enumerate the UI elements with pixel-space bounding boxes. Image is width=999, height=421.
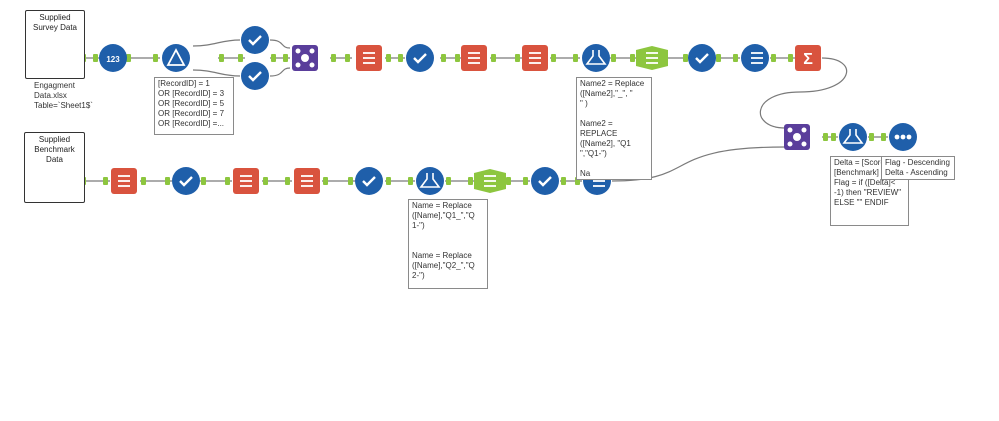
join-icon[interactable]	[784, 124, 810, 150]
formula-bottom-annotation: Name = Replace ([Name],"Q1_","Q 1-") Nam…	[408, 199, 488, 289]
filter-icon[interactable]	[162, 44, 190, 72]
svg-text:Σ: Σ	[803, 51, 813, 68]
sort-annotation: Flag - Descending Delta - Ascending	[881, 156, 955, 180]
select-check-icon[interactable]	[406, 44, 434, 72]
select-check-icon[interactable]	[355, 167, 383, 195]
benchmark-input-tool[interactable]: Supplied Benchmark Data	[24, 132, 85, 203]
crosstab-icon[interactable]	[356, 45, 382, 71]
multi-row-icon[interactable]	[741, 44, 769, 72]
crosstab-icon[interactable]	[522, 45, 548, 71]
select-check-icon[interactable]	[172, 167, 200, 195]
text-to-columns-icon[interactable]	[474, 169, 506, 193]
select-check-icon[interactable]	[241, 26, 269, 54]
record-id-icon[interactable]: 123	[99, 44, 127, 72]
benchmark-input-label: Supplied Benchmark Data	[34, 135, 75, 164]
svg-text:123: 123	[106, 55, 120, 64]
select-check-icon[interactable]	[241, 62, 269, 90]
survey-file-annotation: Engagment Data.xlsx Table=`Sheet1$`	[30, 79, 100, 113]
formula-flask-icon[interactable]	[839, 123, 867, 151]
formula-flask-icon[interactable]	[416, 167, 444, 195]
browse-icon[interactable]	[889, 123, 917, 151]
select-check-icon[interactable]	[688, 44, 716, 72]
crosstab-icon[interactable]	[111, 168, 137, 194]
formula-flask-icon[interactable]	[582, 44, 610, 72]
crosstab-icon[interactable]	[294, 168, 320, 194]
join-icon[interactable]	[292, 45, 318, 71]
filter-expression-annotation: [RecordID] = 1 OR [RecordID] = 3 OR [Rec…	[154, 77, 234, 135]
text-to-columns-icon[interactable]	[636, 46, 668, 70]
formula-top-annotation: Name2 = Replace ([Name2],"_", " " ) Name…	[576, 77, 652, 180]
survey-input-tool[interactable]: Supplied Survey Data	[25, 10, 85, 79]
dynamic-rename-icon[interactable]	[461, 45, 487, 71]
dynamic-rename-icon[interactable]	[233, 168, 259, 194]
select-check-icon[interactable]	[531, 167, 559, 195]
summarize-sigma-icon[interactable]: Σ	[795, 45, 821, 71]
survey-input-label: Supplied Survey Data	[32, 13, 78, 32]
